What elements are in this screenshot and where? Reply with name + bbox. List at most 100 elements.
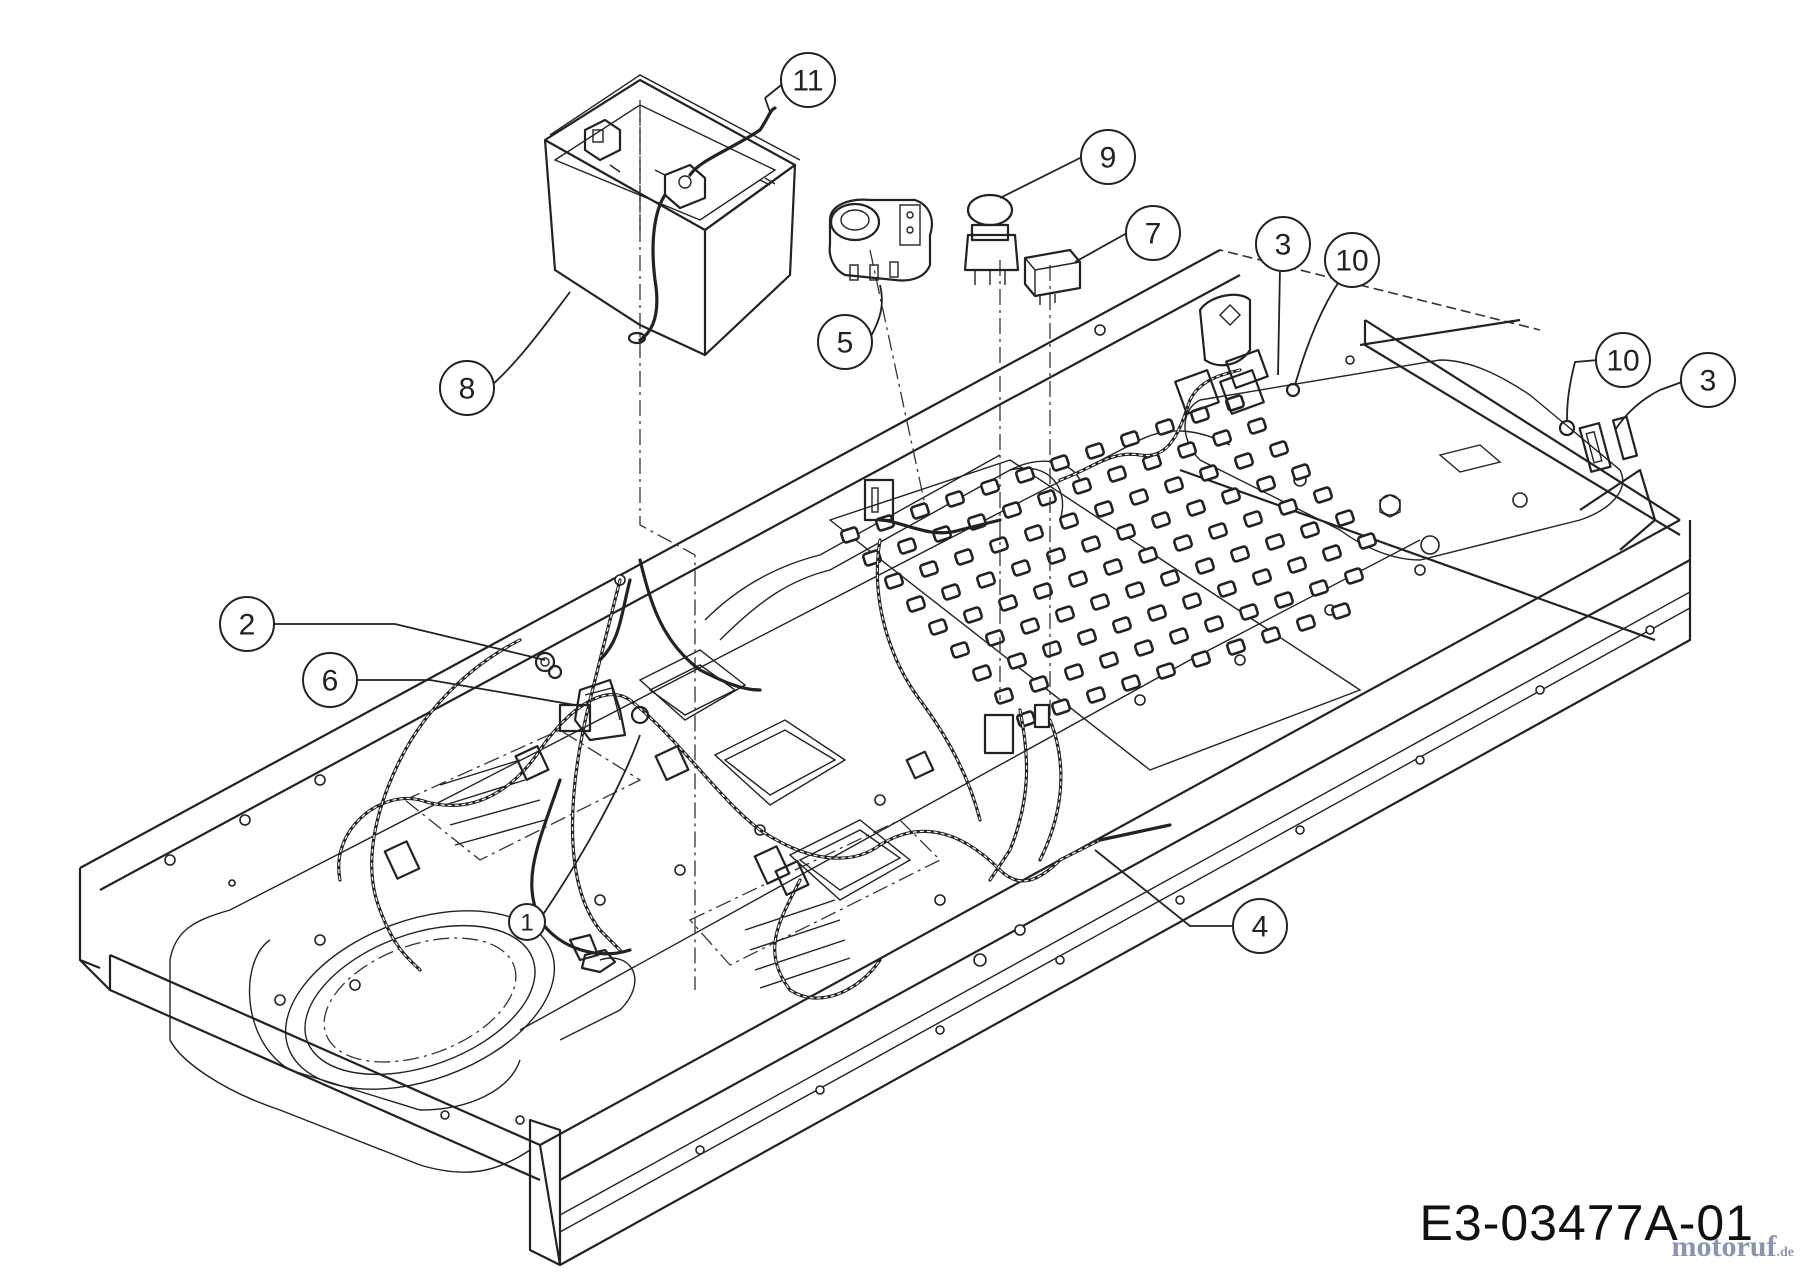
grating-hole	[1177, 441, 1197, 459]
battery	[543, 74, 801, 357]
callout-8: 8	[459, 373, 476, 406]
grating-hole	[1265, 533, 1285, 551]
grating-hole	[1042, 640, 1062, 658]
grating-hole	[1107, 465, 1127, 483]
grating-hole	[1138, 546, 1158, 564]
grating-hole	[1086, 686, 1106, 704]
grating-hole	[1173, 534, 1193, 552]
grating-hole	[1256, 475, 1276, 493]
grating-hole	[972, 664, 992, 682]
grating-hole	[1112, 616, 1132, 634]
grating-hole	[1247, 417, 1267, 435]
watermark-text: motoruf	[1671, 1230, 1777, 1263]
callout-1: 1	[520, 910, 533, 937]
grating-hole	[1169, 627, 1189, 645]
grating-hole	[1252, 568, 1272, 586]
grating-hole	[910, 502, 930, 520]
assembly-lines	[639, 100, 1051, 990]
grating-hole	[1129, 488, 1149, 506]
grating-hole	[906, 595, 926, 613]
diagram-code: E3-03477A-01	[1419, 1195, 1754, 1251]
grating-hole	[1331, 602, 1351, 620]
grating-hole	[945, 490, 965, 508]
grating-hole	[928, 618, 948, 636]
grating-hole	[1156, 662, 1176, 680]
grating-hole	[1059, 512, 1079, 530]
grating-hole	[1134, 639, 1154, 657]
grating-hole	[1278, 498, 1298, 516]
grating-hole	[1120, 430, 1140, 448]
grating-hole	[976, 571, 996, 589]
callout-10-upper: 10	[1335, 245, 1368, 278]
grating-hole	[1125, 581, 1145, 599]
bolt	[568, 933, 617, 974]
grating-hole	[1024, 524, 1044, 542]
grating-hole	[1234, 452, 1254, 470]
grating-hole	[1051, 698, 1071, 716]
grating-hole	[1072, 477, 1092, 495]
grating-hole	[989, 536, 1009, 554]
grating-hole	[1116, 523, 1136, 541]
interlock-switches	[1285, 382, 1639, 473]
grating-hole	[1261, 626, 1281, 644]
grating-hole	[1313, 486, 1333, 504]
pto-switch	[963, 193, 1020, 285]
grating-hole	[1208, 522, 1228, 540]
callout-7: 7	[1145, 218, 1162, 251]
grating-hole	[1002, 501, 1022, 519]
grating-hole	[1103, 558, 1123, 576]
callout-4: 4	[1252, 911, 1269, 944]
callout-5: 5	[837, 327, 854, 360]
grating-hole	[1099, 651, 1119, 669]
callout-11: 11	[792, 65, 823, 98]
callout-2: 2	[239, 609, 256, 642]
grating-hole	[1007, 652, 1027, 670]
grating-hole	[963, 606, 983, 624]
grating-hole	[1037, 489, 1057, 507]
grating-hole	[1217, 580, 1237, 598]
grating-hole	[1344, 567, 1364, 585]
grating-hole	[1015, 466, 1035, 484]
callout-10-right: 10	[1606, 345, 1639, 378]
grating-hole	[1225, 394, 1245, 412]
grating-hole	[1147, 604, 1167, 622]
callout-6: 6	[322, 665, 339, 698]
grating-hole	[1239, 603, 1259, 621]
grating-hole	[1064, 663, 1084, 681]
grating-hole	[1020, 617, 1040, 635]
watermark-logo: motoruf.de	[1672, 1230, 1794, 1264]
grating-hole	[1081, 535, 1101, 553]
grating-hole	[884, 572, 904, 590]
grating-hole	[1186, 499, 1206, 517]
grating-hole	[1191, 650, 1211, 668]
grating-hole	[1155, 418, 1175, 436]
grating-hole	[919, 560, 939, 578]
grating-hole	[1291, 463, 1311, 481]
relay	[1023, 248, 1082, 305]
grating-hole	[1204, 615, 1224, 633]
grating-hole	[980, 478, 1000, 496]
grating-hole	[1055, 605, 1075, 623]
grating-hole	[1151, 511, 1171, 529]
grating-hole	[1322, 544, 1342, 562]
grating-hole	[1199, 464, 1219, 482]
grating-hole	[1090, 593, 1110, 611]
grating-hole	[1300, 521, 1320, 539]
grating-hole	[1029, 675, 1049, 693]
grating-hole	[1274, 591, 1294, 609]
grating-hole	[1296, 614, 1316, 632]
grating-hole	[1226, 638, 1246, 656]
watermark-suffix: .de	[1776, 1245, 1795, 1260]
grating-hole	[954, 548, 974, 566]
ignition-switch	[828, 198, 933, 282]
grating-hole	[1195, 557, 1215, 575]
floor-grating	[840, 394, 1377, 728]
grating-hole	[1269, 440, 1289, 458]
grating-hole	[1068, 570, 1088, 588]
callouts: 11 9 7 5 8 3 10 10 3	[219, 52, 1736, 954]
grating-hole	[994, 687, 1014, 705]
grating-hole	[1221, 487, 1241, 505]
grating-hole	[1230, 545, 1250, 563]
grating-hole	[1287, 556, 1307, 574]
